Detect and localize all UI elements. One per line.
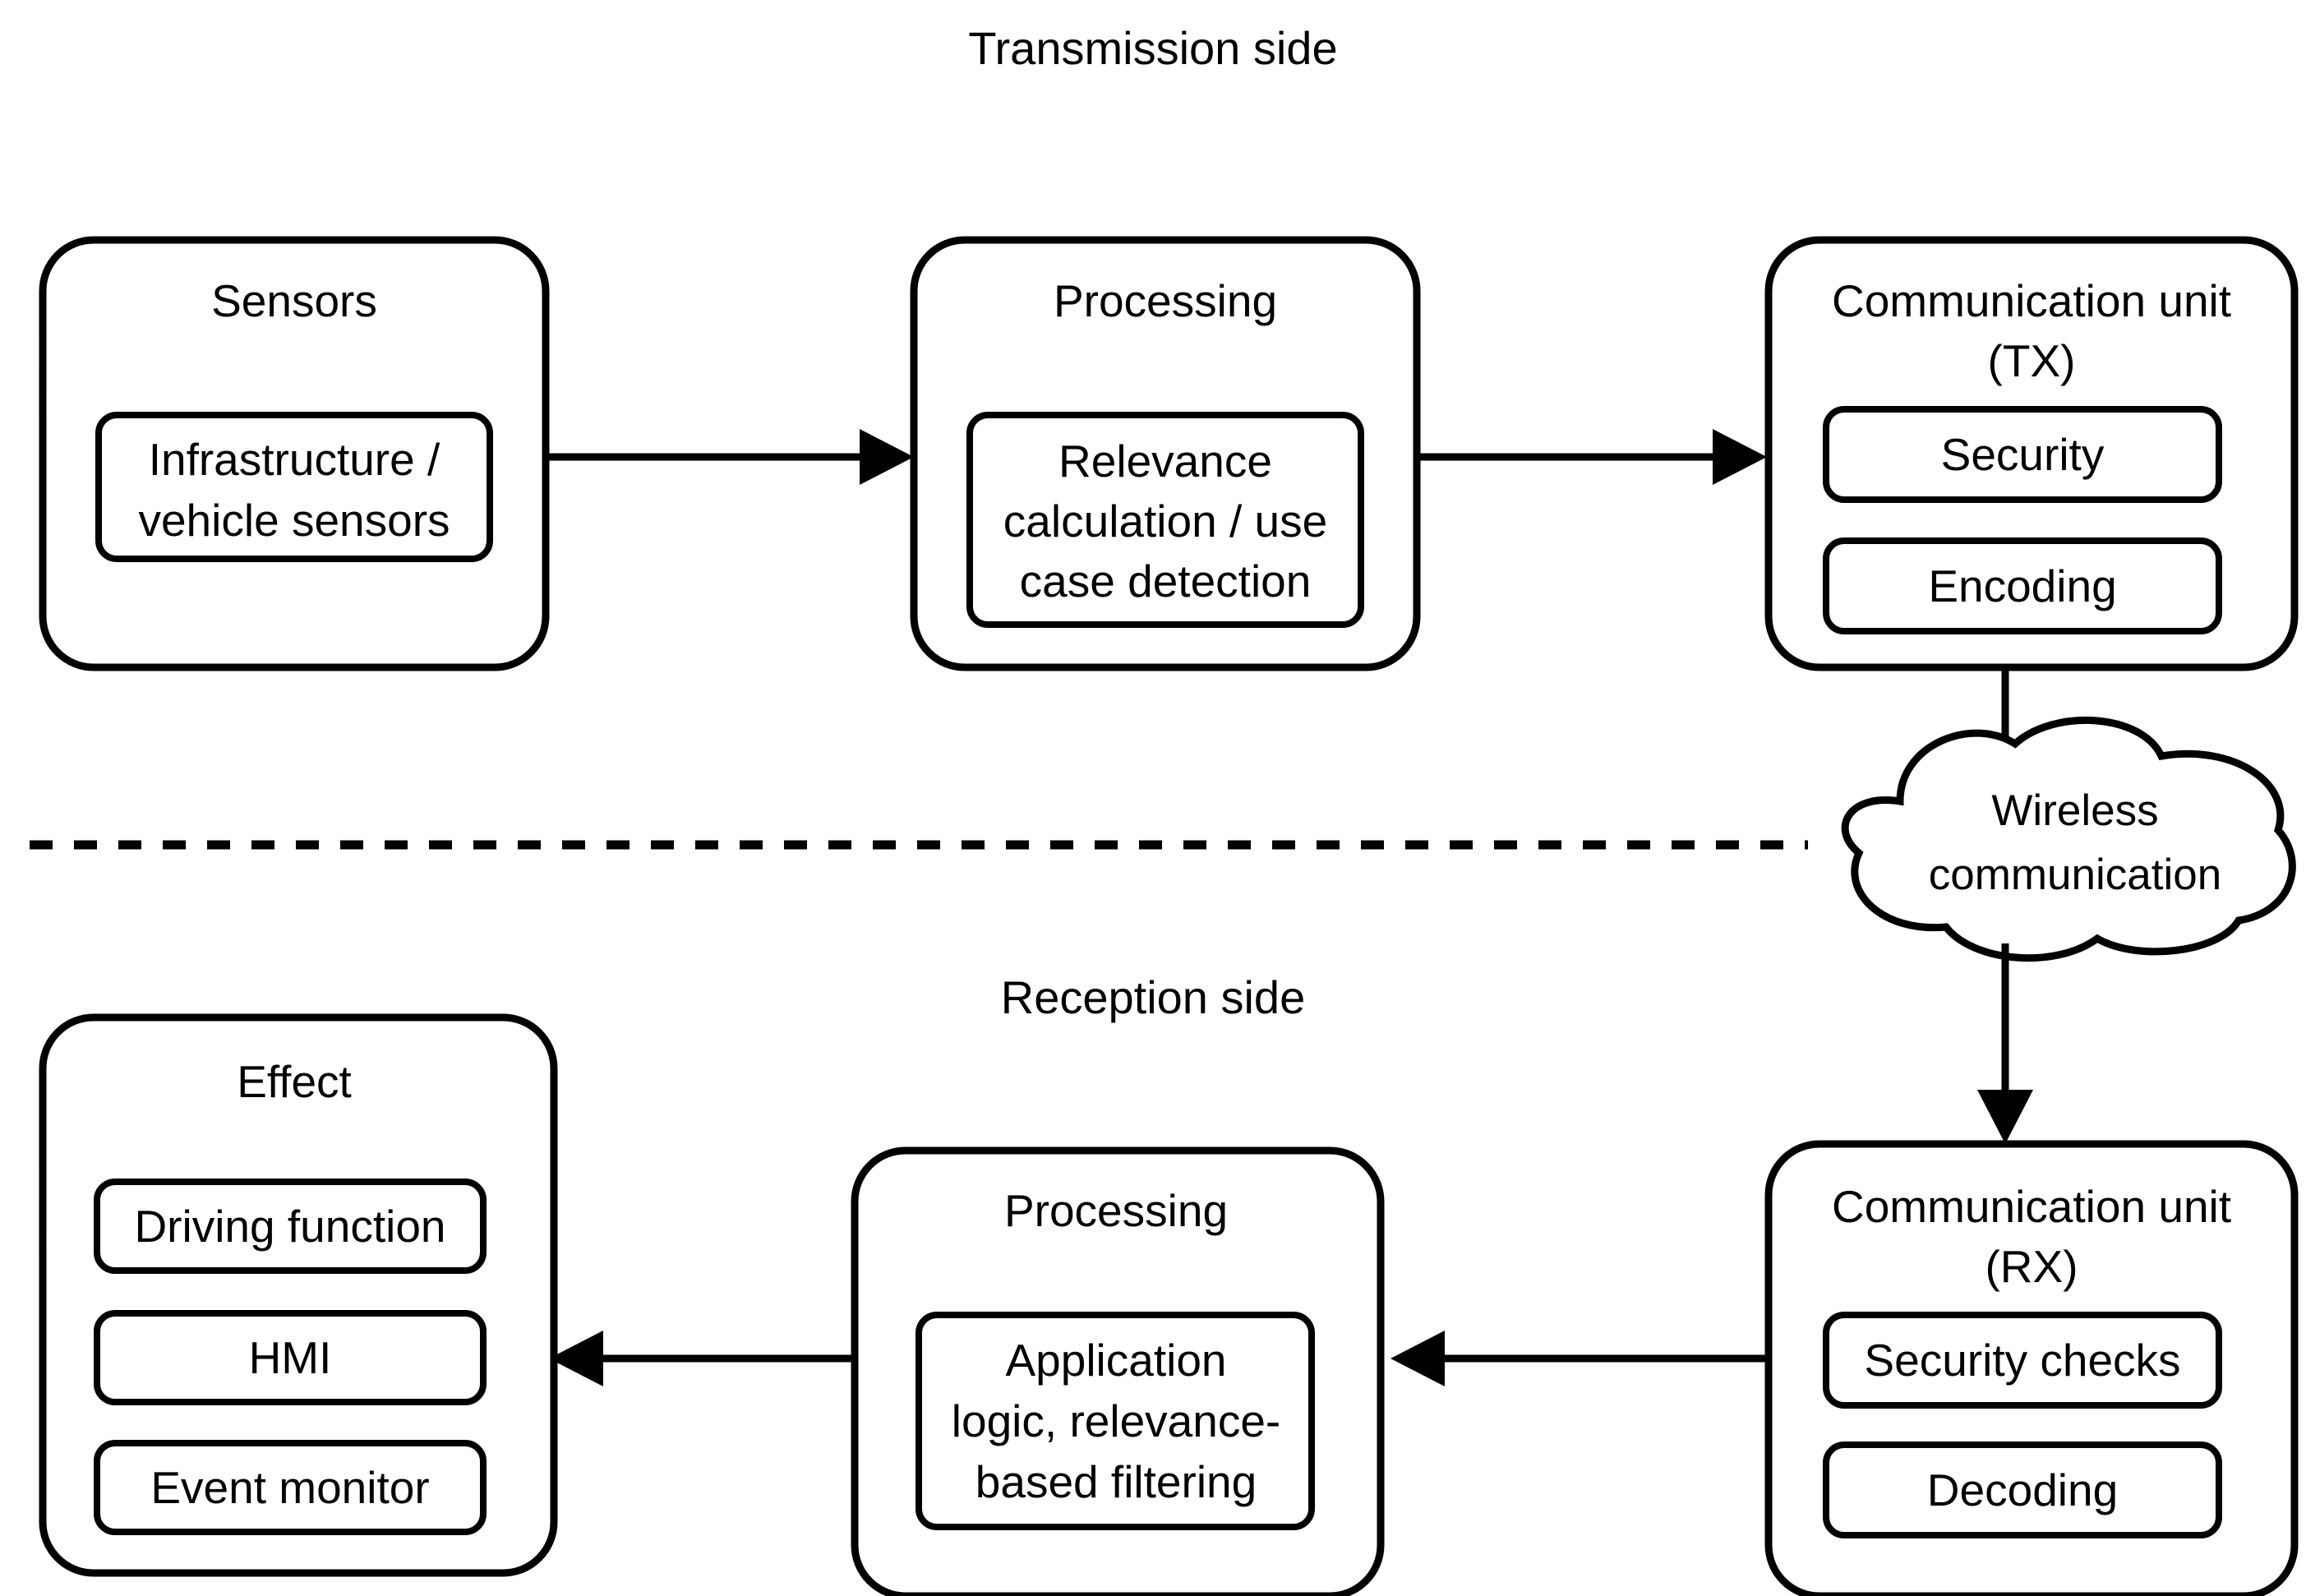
tx-processing-box-title: Processing — [1054, 275, 1277, 326]
rx-processing-item-line1: Application — [1005, 1335, 1226, 1386]
reception-side-label: Reception side — [1001, 971, 1305, 1023]
arrow-sensors-to-processing-head — [860, 429, 914, 485]
sensors-box-title: Sensors — [211, 275, 377, 326]
rx-processing-box-title: Processing — [1004, 1185, 1228, 1236]
effect-item-event-monitor-label: Event monitor — [150, 1462, 429, 1513]
sensors-item-line1: Infrastructure / — [149, 434, 440, 485]
communication-unit-tx-title-line1: Communication unit — [1832, 275, 2231, 326]
sensors-item-box — [95, 412, 493, 562]
arrow-processing-to-effect-head — [549, 1331, 603, 1386]
communication-unit-tx-item-security-label: Security — [1941, 429, 2105, 480]
rx-processing-item-line2: logic, relevance- — [952, 1395, 1280, 1446]
communication-unit-rx-item-security-checks-label: Security checks — [1864, 1335, 2180, 1386]
effect-item-driving-function-box — [94, 1179, 487, 1274]
communication-unit-rx-item-security-checks-box — [1823, 1312, 2222, 1409]
effect-item-driving-function-label: Driving function — [134, 1201, 445, 1252]
communication-unit-rx-item-decoding-box — [1823, 1441, 2222, 1538]
arrow-rx-to-processing-head — [1391, 1331, 1445, 1386]
wireless-cloud — [1841, 716, 2296, 962]
rx-processing-item-box — [915, 1312, 1315, 1530]
tx-processing-item-line3: case detection — [1020, 556, 1312, 607]
effect-box-title: Effect — [237, 1056, 352, 1107]
sensors-item-line2: vehicle sensors — [138, 495, 450, 546]
effect-item-event-monitor-box — [94, 1440, 487, 1535]
effect-item-hmi-label: HMI — [249, 1332, 332, 1383]
communication-unit-tx-item-encoding-box — [1823, 537, 2222, 634]
tx-processing-item-line1: Relevance — [1058, 436, 1272, 487]
transmission-side-label: Transmission side — [968, 22, 1337, 74]
tx-processing-item-box — [966, 412, 1364, 628]
rx-processing-item-line3: based filtering — [975, 1456, 1257, 1507]
communication-unit-rx-title-line2: (RX) — [1985, 1241, 2078, 1292]
communication-unit-rx-item-decoding-label: Decoding — [1927, 1465, 2118, 1515]
communication-unit-rx-title-line1: Communication unit — [1832, 1181, 2231, 1232]
tx-processing-item-line2: calculation / use — [1003, 496, 1327, 547]
wireless-cloud-line2: communication — [1929, 851, 2221, 899]
communication-unit-tx-item-encoding-label: Encoding — [1928, 560, 2116, 611]
communication-unit-tx-title-line2: (TX) — [1988, 335, 2076, 386]
communication-unit-tx-item-security-box — [1823, 406, 2222, 503]
effect-item-hmi-box — [94, 1310, 487, 1405]
effect-box — [39, 1013, 558, 1577]
arrow-cloud-to-rx-head — [1977, 1090, 2033, 1144]
arrow-processing-to-tx-head — [1713, 429, 1767, 485]
wireless-cloud-line1: Wireless — [1991, 786, 2158, 835]
